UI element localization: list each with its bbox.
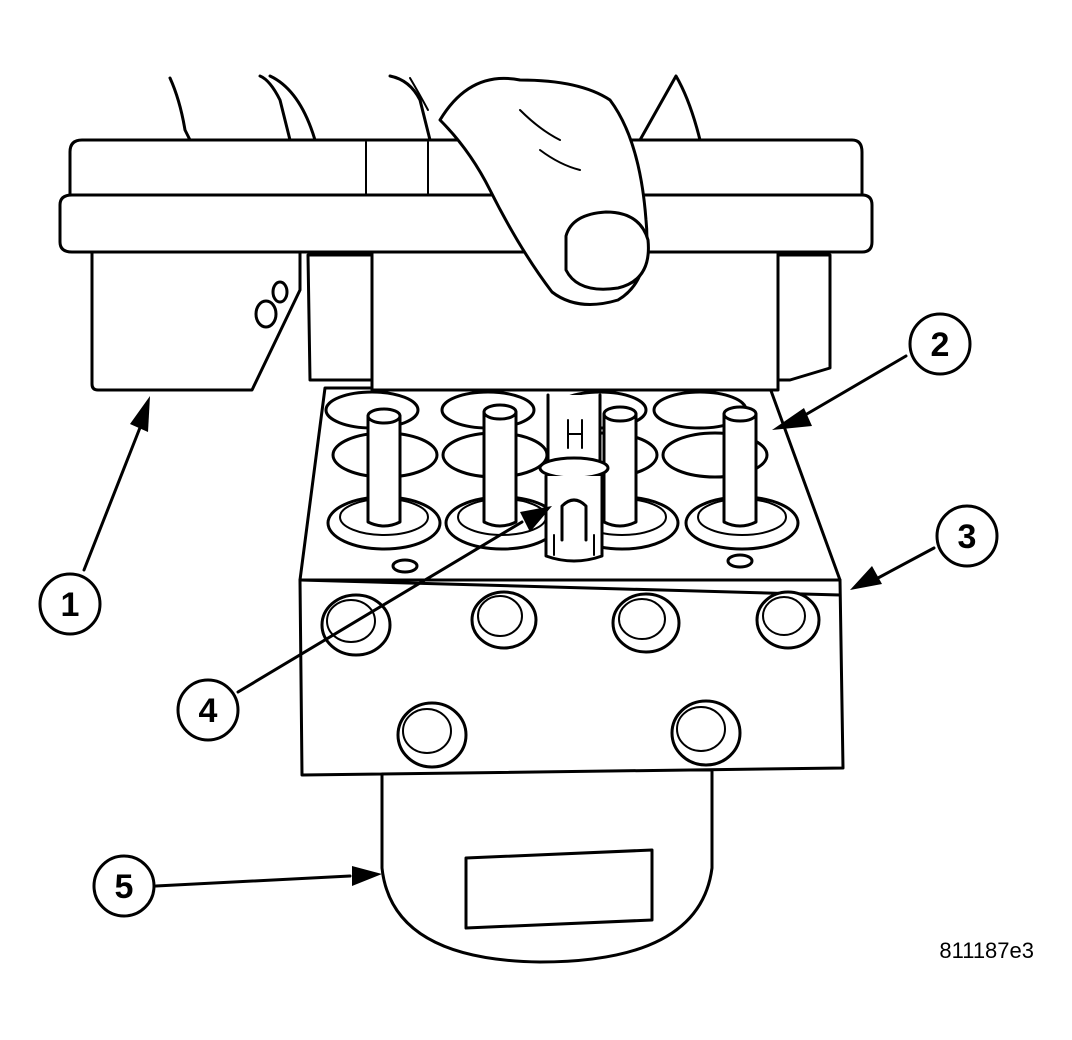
callout-leaders (82, 354, 936, 888)
arrow-head-icon (130, 396, 150, 432)
callout-label: 1 (61, 586, 80, 624)
callout-label: 3 (958, 518, 977, 556)
technician-hand (168, 74, 702, 306)
callout-4: 4 (176, 678, 240, 742)
fingernail (564, 210, 650, 291)
callout-label: 4 (199, 692, 218, 730)
arrow-head-icon (352, 866, 382, 886)
pump-motor (380, 768, 714, 964)
hydraulic-control-unit (298, 386, 845, 777)
arrow-head-icon (772, 408, 812, 430)
callout-2: 2 (908, 312, 972, 376)
callout-label: 2 (931, 326, 950, 364)
callout-5: 5 (92, 854, 156, 918)
controller-antilock-brake (58, 138, 874, 392)
hex-nut (254, 299, 278, 329)
callout-1: 1 (38, 572, 102, 636)
arrow-head-icon (520, 506, 552, 532)
callout-3: 3 (935, 504, 999, 568)
arrow-head-icon (850, 566, 882, 590)
figure-id: 811187e3 (939, 938, 1034, 963)
pump-motor-connector (538, 393, 610, 563)
motor-label-plate (464, 848, 654, 930)
hcu-front-ports (320, 590, 821, 769)
valve-stems (366, 403, 758, 528)
callout-label: 5 (115, 868, 134, 906)
